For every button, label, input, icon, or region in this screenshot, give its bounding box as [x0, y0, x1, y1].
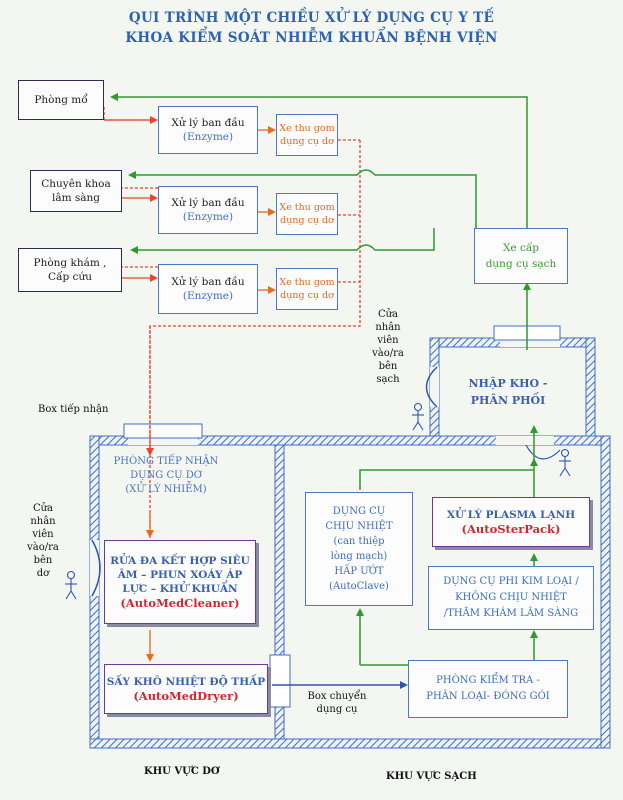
storage-distribution: NHẬP KHO -PHÂN PHỐI [468, 377, 548, 407]
clean-zone-label: KHU VỰC SẠCH [386, 771, 477, 782]
plasma-box: XỬ LÝ PLASMA LẠNH (AutoSterPack) [432, 497, 590, 547]
cart-label: dụng cụ dơ [280, 136, 334, 147]
department-operating-room: Phòng mổ [18, 80, 104, 120]
department-label: lâm sàng [51, 192, 101, 204]
department-label: Cấp cứu [48, 271, 92, 283]
pretreat-sub: (Enzyme) [182, 211, 234, 223]
dirty-cart-3: Xe thu gom dụng cụ dơ [276, 268, 338, 310]
clean-cart: Xe cấp dụng cụ sạch [474, 228, 568, 284]
inspection-box: PHÒNG KIỂM TRA -PHÂN LOẠI- ĐÓNG GÓI [408, 660, 568, 718]
department-label: Chuyên khoa [41, 178, 111, 190]
cart-label: dụng cụ dơ [280, 290, 334, 301]
dryer-box: SẤY KHÔ NHIỆT ĐỘ THẤP (AutoMedDryer) [104, 664, 268, 714]
department-label: Phòng khám , [33, 257, 107, 269]
washer-box: RỬA ĐA KẾT HỢP SIÊU ÂM – PHUN XOÁY ÁP LỰ… [104, 540, 256, 624]
dryer-line: SẤY KHÔ NHIỆT ĐỘ THẤP [106, 676, 266, 688]
dirty-collection-lines [103, 105, 361, 590]
department-emergency: Phòng khám , Cấp cứu [18, 248, 122, 292]
plasma-brand: (AutoSterPack) [461, 522, 561, 536]
dirty-zone-label: KHU VỰC DƠ [144, 766, 220, 777]
cart-label: Xe thu gom [279, 202, 335, 213]
clean-distribution-lines [110, 93, 538, 666]
pretreat-label: Xử lý ban đầu [171, 117, 245, 129]
staff-figures [65, 402, 571, 600]
pretreat-to-cart-arrows [146, 126, 276, 662]
non-metal-box: DỤNG CỤ PHI KIM LOẠI /KHÔNG CHỊU NHIỆT/T… [428, 566, 594, 630]
clean-cart-label: dụng cụ sạch [485, 258, 557, 270]
pretreat-sub: (Enzyme) [182, 290, 234, 302]
department-clinical: Chuyên khoa lâm sàng [30, 170, 122, 212]
washer-brand: (AutoMedCleaner) [120, 596, 240, 610]
cart-label: dụng cụ dơ [280, 215, 334, 226]
dirty-cart-1: Xe thu gom dụng cụ dơ [276, 114, 338, 156]
pretreat-box-2: Xử lý ban đầu (Enzyme) [158, 186, 258, 234]
title-line-2: KHOA KIỂM SOÁT NHIỄM KHUẨN BỆNH VIỆN [125, 30, 498, 46]
washer-line: RỬA ĐA KẾT HỢP SIÊU [110, 555, 250, 567]
box-receive-slot [128, 436, 198, 445]
box-receive-label: Box tiếp nhận [38, 404, 109, 415]
pretreat-label: Xử lý ban đầu [171, 276, 245, 288]
washer-line: LỰC – KHỬ KHUẨN [122, 583, 238, 595]
cart-label: Xe thu gom [279, 123, 335, 134]
department-label: Phòng mổ [34, 94, 88, 106]
clean-cart-label: Xe cấp [502, 242, 540, 254]
department-arrows [104, 116, 158, 456]
pretreat-box-3: Xử lý ban đầu (Enzyme) [158, 264, 258, 314]
plasma-line: XỬ LÝ PLASMA LẠNH [446, 509, 576, 521]
washer-line: ÂM – PHUN XOÁY ÁP [117, 569, 243, 581]
cart-label: Xe thu gom [279, 277, 335, 288]
pretreat-sub: (Enzyme) [182, 131, 234, 143]
pretreat-label: Xử lý ban đầu [171, 197, 245, 209]
dryer-brand: (AutoMedDryer) [133, 689, 239, 703]
pretreat-box-1: Xử lý ban đầu (Enzyme) [158, 106, 258, 154]
dirty-cart-2: Xe thu gom dụng cụ dơ [276, 193, 338, 235]
title-line-1: QUI TRÌNH MỘT CHIỀU XỬ LÝ DỤNG CỤ Y TẾ [128, 10, 495, 26]
